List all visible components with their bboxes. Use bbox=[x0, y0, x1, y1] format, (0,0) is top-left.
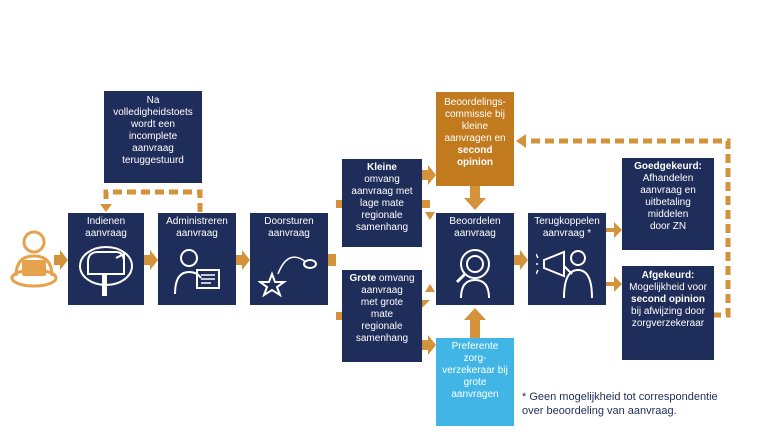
box-label: samenhang bbox=[355, 333, 409, 344]
box-label: mate bbox=[370, 309, 394, 320]
footnote: * Geen mogelijkheid tot correspondentie … bbox=[522, 390, 762, 418]
box-label: aanvragen bbox=[451, 389, 499, 400]
arrow-indienen-to-administreren bbox=[144, 250, 158, 270]
flow-arrows bbox=[54, 165, 622, 355]
box-label: aanvraag met bbox=[351, 186, 413, 197]
mailbox-icon bbox=[79, 246, 133, 296]
footnote-line: over beoordeling van aanvraag. bbox=[522, 405, 677, 417]
note-line: aanvraag bbox=[132, 143, 174, 154]
box-label: Indienen bbox=[86, 216, 126, 227]
box-label: aanvragen en bbox=[444, 133, 506, 144]
box-bold-label: second bbox=[457, 145, 493, 156]
box-bold-label: Goedgekeurd: bbox=[634, 161, 702, 172]
arrow-doorsturen-branch bbox=[328, 200, 342, 320]
dashed-loop-incomplete bbox=[103, 189, 203, 212]
box-label: grote bbox=[463, 377, 487, 388]
box-label: Terugkoppelen bbox=[534, 216, 600, 227]
person-laptop-icon bbox=[10, 230, 58, 288]
arrow-grote-to-beoordelen bbox=[422, 284, 435, 308]
box-label: aanvraag bbox=[268, 228, 310, 239]
box-label: door ZN bbox=[649, 221, 687, 232]
box-label: kleine bbox=[461, 121, 489, 132]
arrow-grote-to-preferente bbox=[422, 335, 436, 355]
box-label: aanvraag bbox=[85, 228, 127, 239]
arrow-kleine-to-commissie bbox=[422, 165, 436, 185]
box-label: aanvraag bbox=[176, 228, 218, 239]
arrow-commissie-to-beoordelen bbox=[464, 186, 486, 210]
box-label: Doorsturen bbox=[264, 216, 314, 227]
arrow-preferente-to-beoordelen bbox=[464, 308, 486, 338]
indienen-box: Indienen aanvraag bbox=[68, 213, 144, 305]
preferente-zorgverzekeraar-box: Preferente zorg- verzekeraar bij grote a… bbox=[436, 338, 514, 426]
box-bold-label: opinion bbox=[456, 157, 494, 168]
terugkoppelen-box: Terugkoppelen aanvraag * bbox=[528, 213, 606, 305]
box-label: Mogelijkheid voor bbox=[629, 282, 707, 293]
box-label: bij afwijzing door bbox=[631, 306, 705, 317]
box-label: met grote bbox=[360, 297, 404, 308]
box-label: aanvraag bbox=[361, 285, 403, 296]
beoordelen-box: Beoordelen aanvraag bbox=[436, 213, 514, 305]
note-line: teruggestuurd bbox=[122, 155, 184, 166]
doorsturen-box: Doorsturen aanvraag bbox=[250, 213, 328, 305]
beoordelingscommissie-box: Beoordelings- commissie bij kleine aanvr… bbox=[436, 92, 514, 186]
box-label: uitbetaling bbox=[645, 197, 691, 208]
box-label: Preferente bbox=[451, 341, 499, 352]
box-bold-label: Kleine bbox=[366, 162, 397, 173]
box-label: aanvraag en bbox=[640, 185, 696, 196]
box-label: verzekeraar bij bbox=[442, 365, 508, 376]
administreren-box: Administreren aanvraag bbox=[158, 213, 236, 305]
goedgekeurd-box: Goedgekeurd: Afhandelen aanvraag en uitb… bbox=[622, 158, 714, 250]
note-line: wordt een bbox=[131, 119, 175, 130]
box-label: Beoordelings- bbox=[444, 97, 506, 108]
arrow-person-to-indienen bbox=[54, 250, 68, 270]
shooting-star-icon bbox=[258, 256, 317, 298]
arrow-beoordelen-to-terugkoppelen bbox=[514, 250, 528, 270]
arrow-administreren-to-doorsturen bbox=[236, 250, 250, 270]
note-line: Na bbox=[146, 95, 160, 106]
afgekeurd-box: Afgekeurd: Mogelijkheid voor second opin… bbox=[622, 266, 714, 360]
box-label: zorgverzekeraar bbox=[631, 318, 705, 329]
box-label: omvang bbox=[376, 273, 415, 284]
arrow-terugkoppelen-to-afgekeurd bbox=[606, 276, 622, 292]
box-label: zorg- bbox=[463, 353, 487, 364]
box-label: commissie bij bbox=[444, 109, 505, 120]
box-label: lage mate bbox=[360, 198, 404, 209]
box-label: Afhandelen bbox=[642, 173, 694, 184]
box-label: omvang bbox=[364, 174, 400, 185]
footnote-line: * Geen mogelijkheid tot correspondentie bbox=[522, 391, 718, 403]
box-label: regionale bbox=[361, 210, 403, 221]
kleine-omvang-box: Kleine omvang aanvraag met lage mate reg… bbox=[342, 159, 422, 247]
arrow-dashed-to-indienen bbox=[100, 204, 112, 212]
box-label: aanvraag * bbox=[542, 228, 592, 239]
box-bold-label: second opinion bbox=[631, 294, 705, 305]
box-label: samenhang bbox=[355, 222, 409, 233]
person-tablet-icon bbox=[174, 249, 220, 295]
megaphone-person-icon bbox=[536, 250, 593, 299]
note-line: volledigheidstoets bbox=[113, 107, 193, 118]
box-label: Beoordelen bbox=[449, 216, 501, 227]
arrow-kleine-to-beoordelen bbox=[422, 200, 435, 220]
box-label: regionale bbox=[361, 321, 403, 332]
box-bold-label: Afgekeurd: bbox=[641, 270, 695, 281]
note-incomplete-box: Na volledigheidstoets wordt een incomple… bbox=[104, 91, 202, 183]
magnifier-person-icon bbox=[455, 249, 490, 299]
box-label: Administreren bbox=[166, 216, 228, 227]
box-bold-label: Grote bbox=[349, 273, 377, 284]
arrow-dashed-to-commissie bbox=[516, 134, 526, 148]
note-line: incomplete bbox=[128, 131, 178, 142]
grote-omvang-box: Grote omvang aanvraag met grote mate reg… bbox=[342, 270, 422, 362]
box-label: middelen bbox=[647, 209, 689, 220]
dashed-loop-second-opinion bbox=[528, 138, 731, 318]
arrow-terugkoppelen-to-goedgekeurd bbox=[606, 222, 622, 238]
box-label: aanvraag bbox=[454, 228, 496, 239]
